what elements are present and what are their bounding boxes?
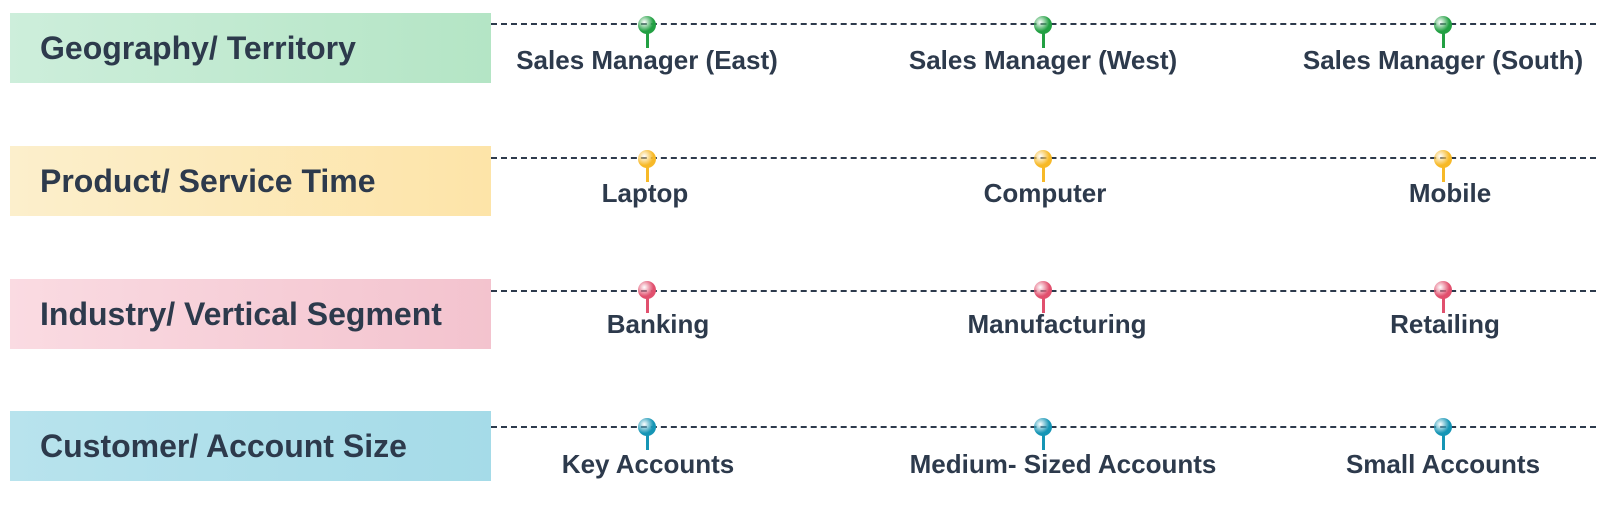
item-label: Laptop — [601, 178, 689, 208]
category-label: Customer/ Account Size — [10, 411, 491, 481]
row-customer: Customer/ Account Size Key Accounts Medi… — [0, 411, 1600, 491]
category-label: Industry/ Vertical Segment — [10, 279, 491, 349]
row-industry: Industry/ Vertical Segment Banking Manuf… — [0, 279, 1600, 359]
pin-icon — [1034, 418, 1052, 450]
pin-icon — [638, 281, 656, 313]
item-label: Banking — [606, 309, 710, 339]
item-label: Retailing — [1390, 309, 1500, 339]
item-label: Medium- Sized Accounts — [909, 449, 1217, 479]
item-label: Sales Manager (West) — [908, 45, 1178, 75]
pin-icon — [1034, 16, 1052, 48]
item-label: Sales Manager (East) — [516, 45, 778, 75]
row-geography: Geography/ Territory Sales Manager (East… — [0, 13, 1600, 93]
pin-icon — [1434, 150, 1452, 182]
item-label: Sales Manager (South) — [1302, 45, 1584, 75]
pin-icon — [1034, 281, 1052, 313]
item-label: Small Accounts — [1345, 449, 1541, 479]
pin-icon — [638, 150, 656, 182]
pin-icon — [1434, 16, 1452, 48]
pin-icon — [638, 16, 656, 48]
category-label: Product/ Service Time — [10, 146, 491, 216]
item-label: Key Accounts — [561, 449, 735, 479]
item-label: Manufacturing — [967, 309, 1147, 339]
pin-icon — [638, 418, 656, 450]
row-product: Product/ Service Time Laptop Computer Mo… — [0, 146, 1600, 226]
item-label: Computer — [983, 178, 1107, 208]
pin-icon — [1434, 418, 1452, 450]
item-label: Mobile — [1408, 178, 1492, 208]
pin-icon — [1434, 281, 1452, 313]
category-label: Geography/ Territory — [10, 13, 491, 83]
pin-icon — [1034, 150, 1052, 182]
